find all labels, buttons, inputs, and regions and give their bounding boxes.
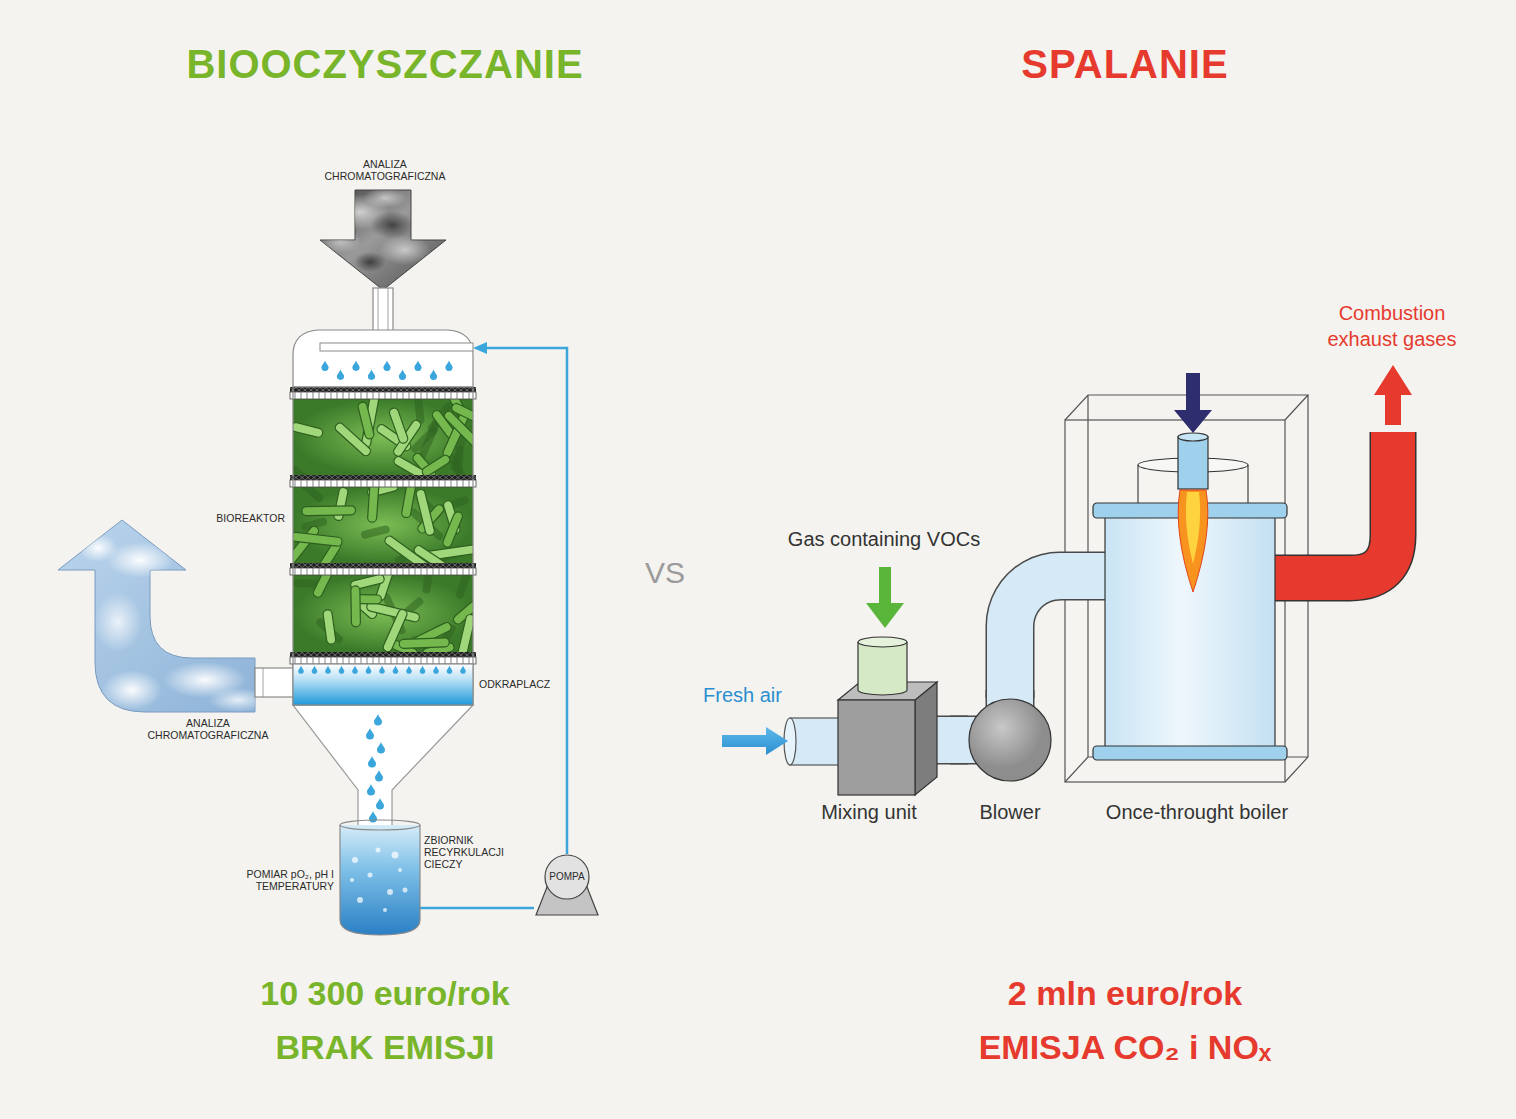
connector-line (483, 348, 567, 854)
boiler: Once-throught boiler (1105, 500, 1275, 765)
emission-note: EMISJA CO₂ i NOₓ (825, 1026, 1425, 1068)
biofilm-bed (293, 399, 473, 475)
section-heading: BIOOCZYSZCZANIE (85, 40, 685, 88)
part-label: BIOREAKTOR (203, 512, 285, 524)
emission-note: BRAK EMISJI (85, 1026, 685, 1068)
part-label: Blower (930, 800, 1090, 824)
boiler-shape (1105, 500, 1275, 765)
inlet-gas-arrow (318, 188, 446, 290)
part-label: Once-throught boiler (1067, 800, 1327, 824)
demister-band: ODKRAPLACZ (293, 664, 473, 705)
analysis-note: ANALIZA CHROMATOGRAFICZNA (128, 717, 288, 741)
analysis-note: ANALIZA CHROMATOGRAFICZNA (305, 158, 465, 182)
connector-line (420, 907, 534, 910)
inlet-pipe (373, 288, 393, 334)
blower-shape (968, 698, 1052, 782)
biofilm-bed (293, 575, 473, 652)
liquid-line (420, 908, 534, 909)
bioreactor-column: BIOREAKTORODKRAPLACZ (293, 330, 473, 705)
recirculation-tank-shape (340, 820, 420, 935)
pump-symbol: POMPA (534, 854, 600, 915)
pipe-wall (1010, 576, 1105, 698)
section-heading: SPALANIE (825, 40, 1425, 88)
pipe-bore (1010, 576, 1105, 698)
pump-symbol-shape (534, 854, 600, 915)
exhaust-label: Combustion exhaust gases (1312, 300, 1472, 352)
cost-figure: 2 mln euro/rok (825, 972, 1425, 1014)
blower: Blower (968, 698, 1052, 782)
column-wall (293, 387, 473, 705)
fuel-arrow (1174, 373, 1212, 433)
measurement-note: POMIAR pO₂, pH I TEMPERATURY (222, 868, 334, 892)
support-plate (290, 563, 476, 575)
part-label: ODKRAPLACZ (479, 678, 559, 690)
support-plate (290, 475, 476, 487)
drain-cone (293, 705, 473, 826)
support-plate (290, 652, 476, 664)
support-plate (290, 387, 476, 399)
fresh-air-arrow (722, 727, 788, 755)
part-label: ZBIORNIK RECYRKULACJI CIECZY (424, 834, 524, 870)
mixing-unit-shape (838, 700, 915, 795)
spray-bar (320, 343, 473, 351)
fresh-air-pipe (784, 718, 840, 765)
column-dome (293, 330, 473, 387)
demister-band-shape (293, 664, 473, 705)
clean-air-arrow (58, 520, 268, 712)
inlet-label: Fresh air (703, 683, 813, 707)
part-label: Mixing unit (789, 800, 949, 824)
liquid-line (483, 348, 567, 854)
pump-label: POMPA (534, 871, 600, 883)
spray-drops (321, 361, 452, 380)
mixing-unit: Mixing unit (838, 700, 915, 795)
gas-pipe (1010, 576, 1105, 698)
cost-figure: 10 300 euro/rok (85, 972, 685, 1014)
recirculation-tank: ZBIORNIK RECYRKULACJI CIECZYPOMIAR pO₂, … (340, 820, 420, 935)
exhaust-arrow (1374, 365, 1412, 425)
voc-gas-arrow (866, 567, 904, 628)
bioreactor-column-shape (293, 330, 473, 705)
versus-mark: VS (625, 555, 705, 591)
outlet-pipe (255, 668, 295, 697)
inlet-label: Gas containing VOCs (754, 527, 1014, 551)
biofilm-bed (293, 487, 473, 563)
